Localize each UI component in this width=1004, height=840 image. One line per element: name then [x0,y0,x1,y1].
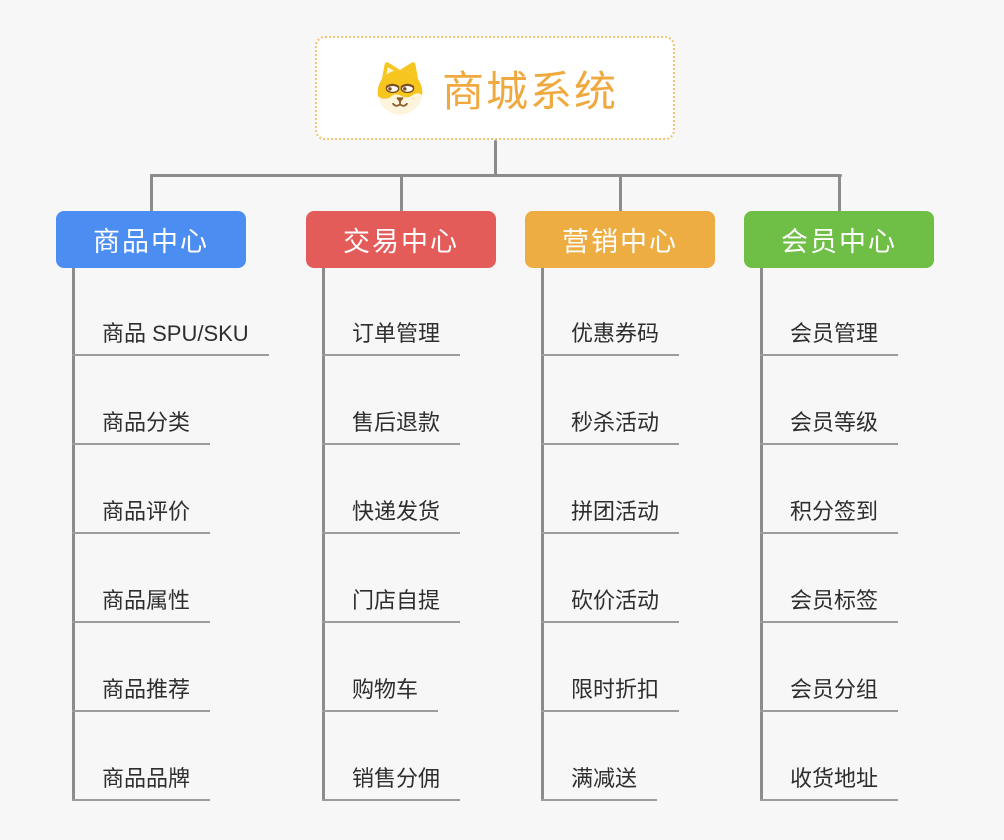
branch-connector-stub [149,174,153,212]
leaf-item[interactable]: 销售分佣 [322,763,461,801]
branch-node[interactable]: 商品中心 [56,211,246,268]
branch-connector-stub [399,174,403,212]
leaf-item[interactable]: 拼团活动 [541,496,680,534]
leaf-item[interactable]: 会员等级 [760,407,899,445]
branch-node[interactable]: 交易中心 [306,211,496,268]
branch-label: 营销中心 [562,227,678,257]
branch-group-3: 营销中心 优惠券码秒杀活动拼团活动砍价活动限时折扣满减送 [525,0,775,840]
leaf-item[interactable]: 商品分类 [72,407,211,445]
dog-face-icon [377,62,423,115]
leaf-item[interactable]: 收货地址 [760,763,899,801]
root-connector-stub [493,140,497,176]
branch-group-1: 商品中心 商品 SPU/SKU 商品分类商品评价商品属性商品推荐商品品牌 [56,0,306,840]
leaf-item[interactable]: 售后退款 [322,407,461,445]
branch-node[interactable]: 营销中心 [525,211,715,268]
leaf-item[interactable]: 会员分组 [760,674,899,712]
leaf-item[interactable]: 砍价活动 [541,585,680,623]
branch-trunk-line [541,268,544,800]
leaf-item[interactable]: 优惠券码 [541,318,680,356]
branch-label: 会员中心 [781,227,897,257]
branch-trunk-line [72,268,75,800]
leaf-item[interactable]: 满减送 [541,763,658,801]
leaf-item[interactable]: 商品评价 [72,496,211,534]
branch-connector-stub [837,174,841,212]
leaf-item[interactable]: 商品属性 [72,585,211,623]
leaf-item[interactable]: 会员标签 [760,585,899,623]
leaf-item[interactable]: 商品品牌 [72,763,211,801]
leaf-item[interactable]: 购物车 [322,674,439,712]
leaf-item[interactable]: 积分签到 [760,496,899,534]
branch-trunk-line [760,268,763,800]
leaf-item[interactable]: 商品 SPU/SKU [72,318,269,356]
leaf-item[interactable]: 限时折扣 [541,674,680,712]
leaf-item[interactable]: 订单管理 [322,318,461,356]
root-title: 商城系统 [441,67,618,115]
branch-group-4: 会员中心 会员管理会员等级积分签到会员标签会员分组收货地址 [744,0,994,840]
main-connector-line [150,174,842,177]
branch-trunk-line [322,268,325,800]
leaf-item[interactable]: 商品推荐 [72,674,211,712]
branch-group-2: 交易中心 订单管理售后退款快递发货门店自提购物车销售分佣 [306,0,556,840]
branch-connector-stub [618,174,622,212]
branch-label: 商品中心 [93,227,209,257]
leaf-item[interactable]: 会员管理 [760,318,899,356]
branch-node[interactable]: 会员中心 [744,211,934,268]
root-node[interactable]: 商城系统 [315,36,675,140]
leaf-item[interactable]: 秒杀活动 [541,407,680,445]
branch-label: 交易中心 [343,227,459,257]
leaf-item[interactable]: 门店自提 [322,585,461,623]
leaf-item[interactable]: 快递发货 [322,496,461,534]
